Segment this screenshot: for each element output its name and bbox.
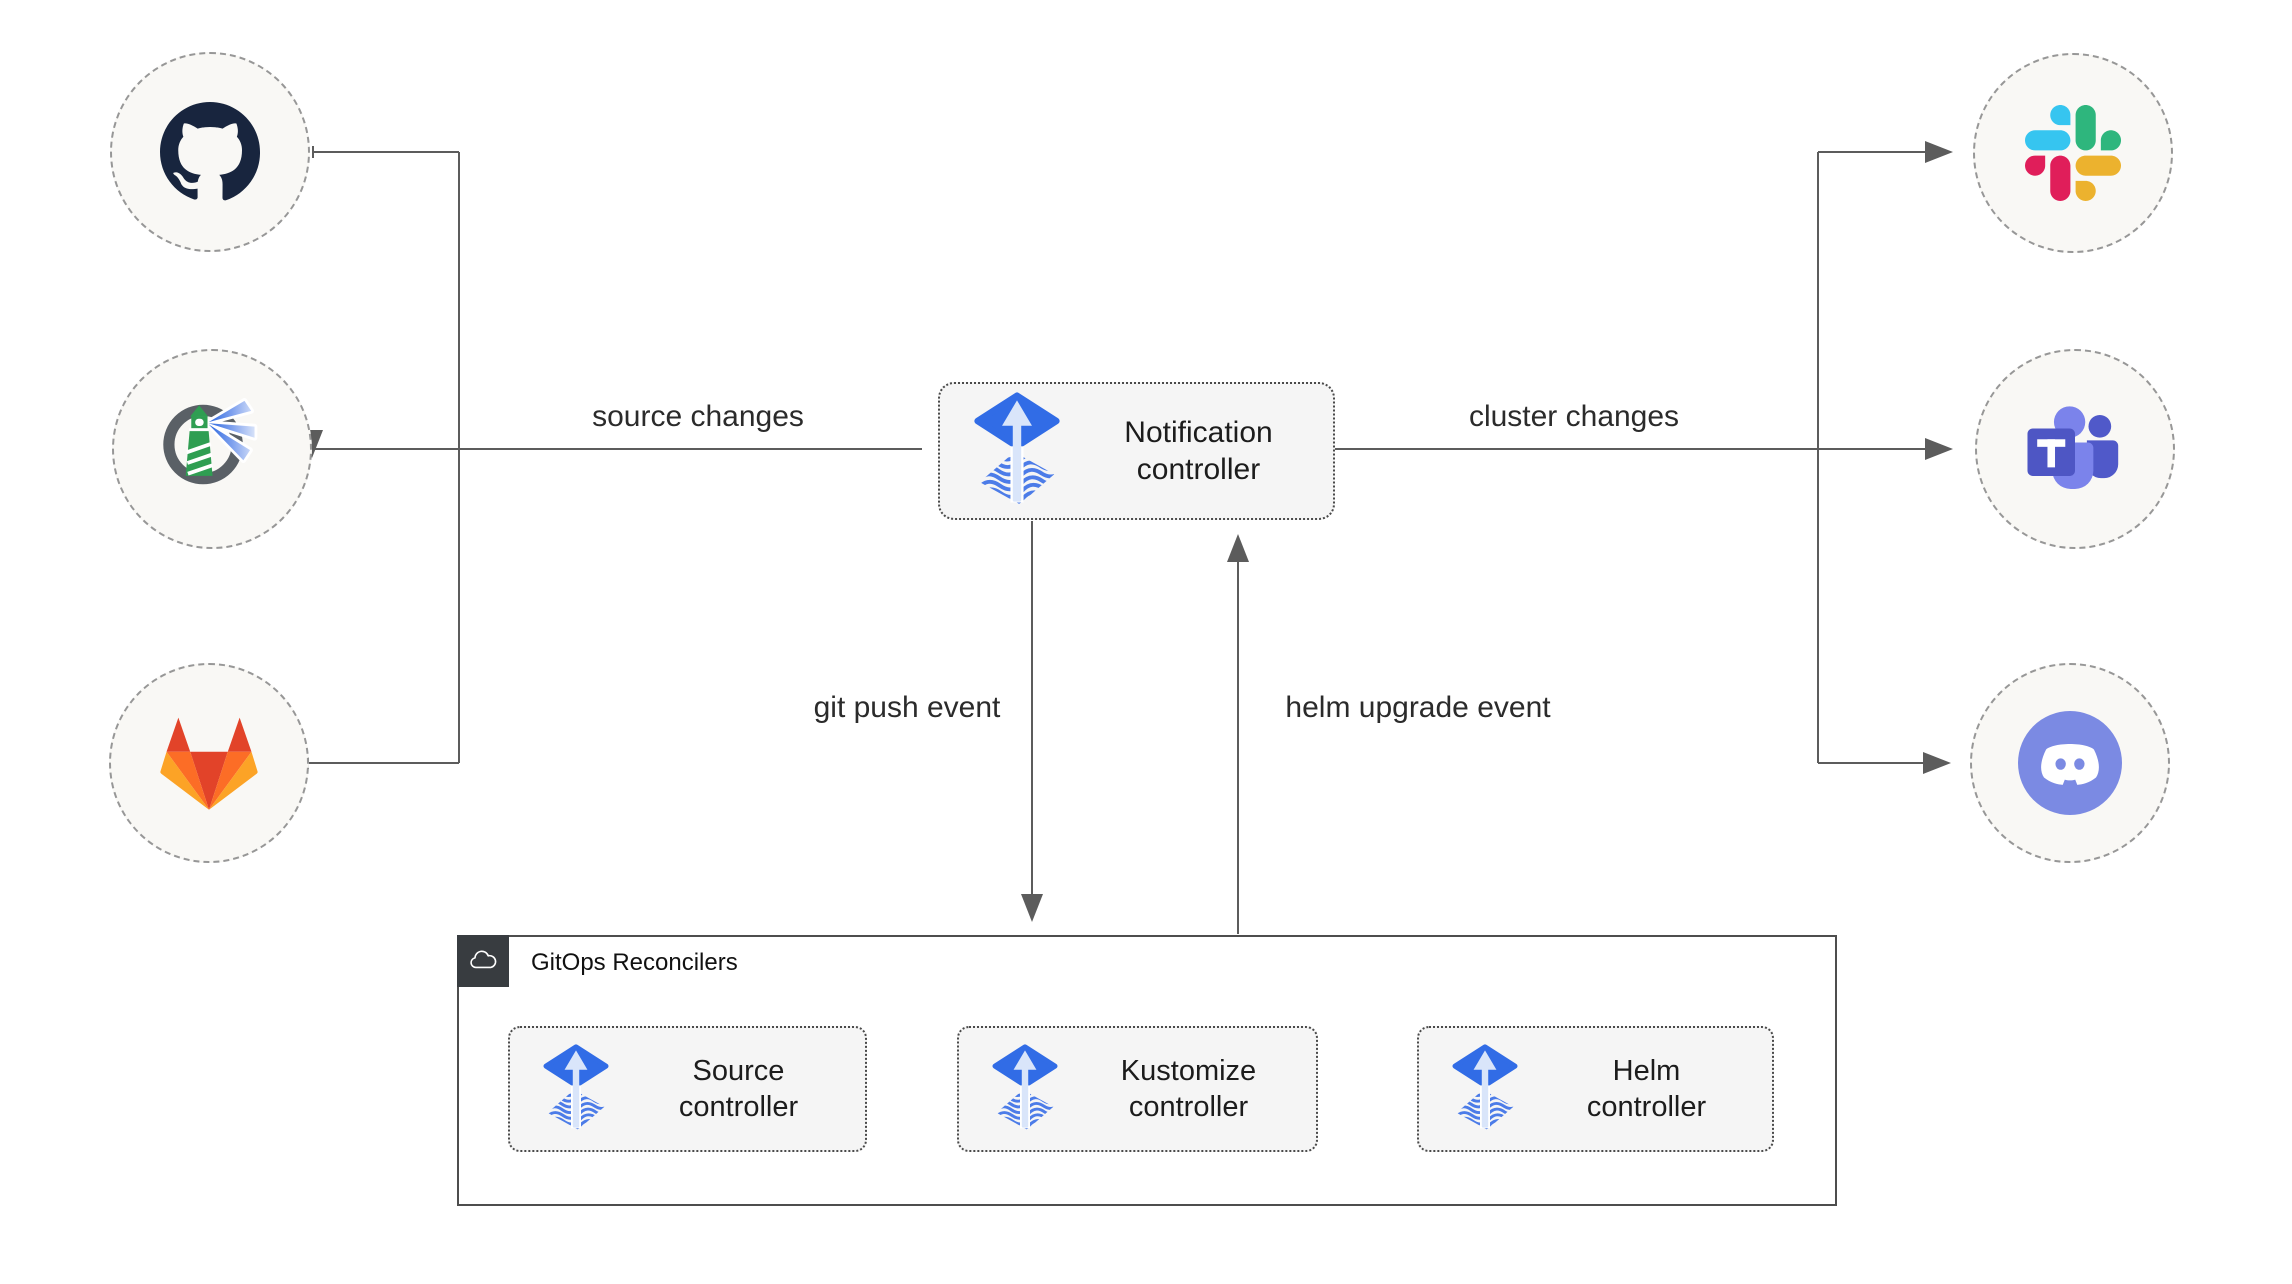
helm-controller-label: Helm controller bbox=[1586, 1055, 1707, 1123]
helm-controller-node: Helm controller bbox=[1417, 1026, 1774, 1152]
github-icon bbox=[160, 102, 260, 202]
edge-gitlab-junction bbox=[307, 757, 459, 769]
endpoint-harbor bbox=[112, 349, 312, 549]
notification-controller-label: Notification controller bbox=[1124, 416, 1273, 486]
flux-icon bbox=[970, 392, 1064, 510]
gitlab-icon bbox=[157, 711, 261, 815]
edge-label-cluster-changes: cluster changes bbox=[1468, 400, 1680, 433]
endpoint-slack bbox=[1973, 53, 2173, 253]
notification-controller-node: Notification controller bbox=[938, 382, 1335, 520]
endpoint-discord bbox=[1970, 663, 2170, 863]
edge-github-junction bbox=[312, 146, 459, 158]
endpoint-teams bbox=[1975, 349, 2175, 549]
kustomize-controller-node: Kustomize controller bbox=[957, 1026, 1318, 1152]
endpoint-github bbox=[110, 52, 310, 252]
discord-icon bbox=[2018, 711, 2122, 815]
flux-icon bbox=[989, 1044, 1061, 1134]
flux-icon bbox=[540, 1044, 612, 1134]
slack-icon bbox=[2025, 105, 2121, 201]
endpoint-gitlab bbox=[109, 663, 309, 863]
group-badge bbox=[457, 935, 509, 987]
edge-label-helm-upgrade-event: helm upgrade event bbox=[1285, 691, 1551, 724]
microsoft-teams-icon bbox=[2021, 395, 2129, 503]
flux-icon bbox=[1449, 1044, 1521, 1134]
harbor-lighthouse-icon bbox=[156, 393, 268, 505]
source-controller-label: Source controller bbox=[678, 1055, 799, 1123]
cloud-icon bbox=[467, 949, 499, 973]
kustomize-controller-label: Kustomize controller bbox=[1120, 1055, 1257, 1123]
source-controller-node: Source controller bbox=[508, 1026, 867, 1152]
edge-label-git-push-event: git push event bbox=[813, 691, 1001, 724]
edge-label-source-changes: source changes bbox=[592, 400, 804, 433]
edge-source-changes-arrow bbox=[312, 443, 922, 455]
group-title: GitOps Reconcilers bbox=[531, 949, 738, 976]
